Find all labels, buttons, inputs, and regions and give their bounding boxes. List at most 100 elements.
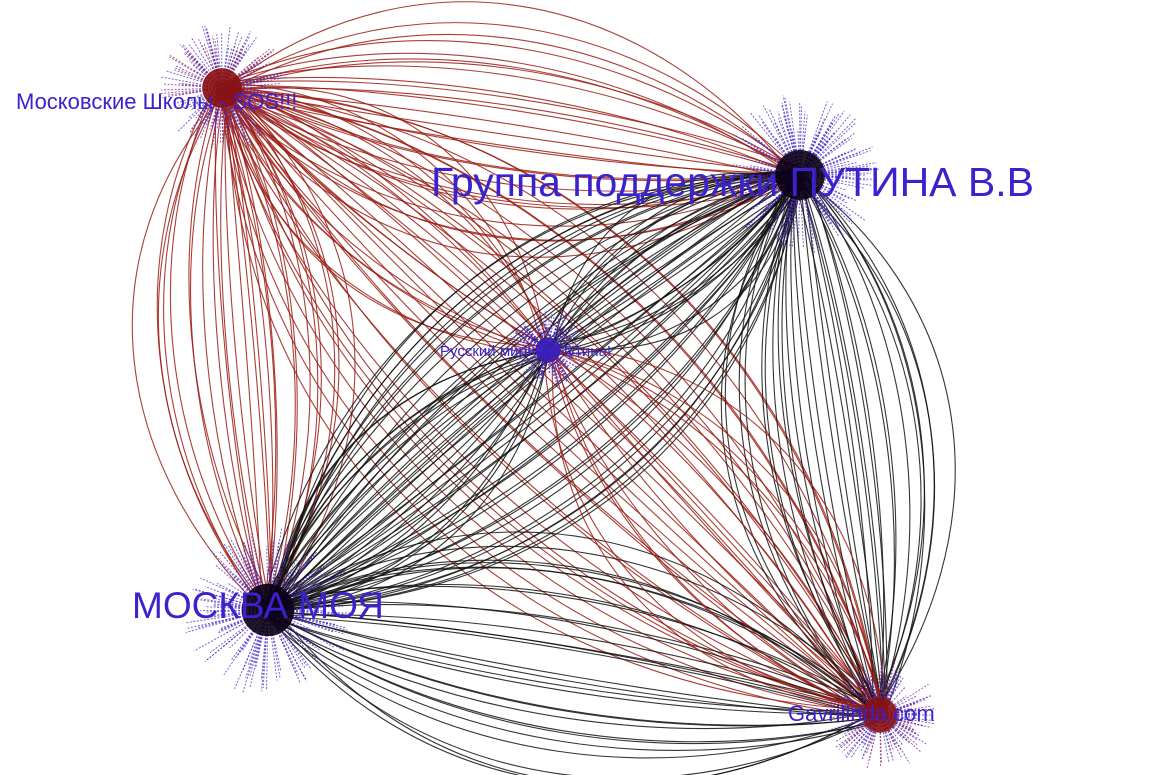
edge-moskva-moya-gavrilinda (263, 611, 878, 743)
node-putin-support[interactable] (723, 95, 879, 255)
node-core (202, 68, 242, 108)
node-spoke (799, 131, 837, 176)
node-spoke (825, 699, 881, 716)
node-spoke (879, 686, 906, 716)
node-spoke (267, 609, 301, 684)
node-spoke (523, 349, 549, 382)
node-spoke (879, 703, 917, 716)
node-spoke (799, 174, 844, 211)
node-spoke (547, 349, 584, 362)
node-label-russian-world[interactable]: Русский мир! За Путина! (440, 343, 611, 360)
node-spoke (750, 112, 801, 176)
node-spoke (206, 87, 223, 125)
edge-moscow-schools-russian-world (228, 83, 551, 350)
node-spoke (221, 87, 224, 143)
node-spoke (866, 714, 881, 770)
node-spoke (879, 714, 935, 725)
node-spoke (221, 87, 278, 107)
node-spoke (547, 349, 578, 368)
edge-putin-support-gavrilinda (800, 176, 887, 711)
edge-moskva-moya-gavrilinda (273, 601, 880, 714)
node-spoke (267, 557, 299, 611)
node-spoke (799, 162, 857, 176)
edge-moscow-schools-gavrilinda (223, 92, 877, 722)
node-spoke (547, 324, 575, 351)
edge-moskva-moya-gavrilinda (263, 608, 887, 726)
edge-putin-support-russian-world (546, 179, 804, 355)
node-label-gavrilinda[interactable]: Gavrilinda.com (788, 701, 935, 726)
node-spoke (229, 537, 269, 611)
node-moscow-schools[interactable] (159, 25, 287, 150)
node-spoke (879, 713, 919, 716)
node-label-moskva-moya[interactable]: МОСКВА МОЯ (132, 585, 384, 626)
edge-moskva-moya-russian-world (267, 347, 547, 611)
node-spoke (267, 609, 316, 648)
node-spoke (777, 118, 801, 176)
edge-moscow-schools-moskva-moya (188, 92, 276, 606)
edge-moskva-moya-russian-world (268, 356, 549, 615)
node-spoke (522, 324, 549, 351)
node-spoke (267, 609, 322, 627)
node-spoke (538, 349, 549, 385)
node-spoke (262, 609, 269, 688)
node-gavrilinda[interactable] (825, 658, 936, 770)
edge-moscow-schools-putin-support (223, 58, 807, 182)
edge-putin-support-moskva-moya (264, 181, 803, 614)
node-spoke (799, 149, 856, 176)
edge-moscow-schools-moskva-moya (225, 85, 273, 604)
edge-russian-world-gavrilinda (551, 352, 874, 711)
node-label-putin-support[interactable]: Группа поддержки ПУТИНА В.В (431, 159, 1034, 205)
edge-moskva-moya-russian-world (267, 353, 547, 609)
edge-moscow-schools-russian-world (217, 91, 552, 347)
node-spoke (207, 609, 269, 617)
edge-moscow-schools-gavrilinda (224, 92, 876, 713)
edge-putin-support-moskva-moya (270, 179, 808, 612)
node-spoke (267, 609, 346, 635)
node-russian-world[interactable] (506, 310, 585, 387)
edge-moskva-moya-russian-world (270, 352, 546, 615)
node-spoke (522, 325, 549, 351)
node-moskva-moya[interactable] (185, 527, 351, 693)
node-spoke (519, 329, 549, 351)
edge-moscow-schools-gavrilinda (215, 93, 881, 721)
edge-putin-support-moskva-moya (266, 175, 803, 604)
node-spoke (784, 97, 801, 176)
edge-putin-support-gavrilinda (800, 180, 887, 721)
node-spoke (191, 37, 223, 89)
node-spoke (195, 87, 223, 119)
edge-moscow-schools-gavrilinda (221, 88, 876, 714)
node-spoke (211, 87, 223, 127)
edge-russian-world-gavrilinda (547, 348, 888, 715)
edge-moskva-moya-gavrilinda (263, 614, 884, 712)
node-spoke (773, 121, 801, 176)
edge-putin-support-gavrilinda (805, 171, 888, 721)
node-label-moscow-schools[interactable]: Московские Школы - SOS!!! (16, 89, 297, 114)
edge-moscow-schools-putin-support (220, 84, 799, 175)
node-spoke (547, 349, 558, 386)
edge-putin-support-gavrilinda (777, 181, 886, 717)
edge-moskva-moya-gavrilinda (261, 545, 887, 709)
edge-putin-support-moskva-moya (266, 171, 795, 614)
edge-moscow-schools-russian-world (226, 81, 545, 347)
node-spoke (758, 174, 801, 220)
node-spoke (267, 609, 348, 631)
node-spoke (879, 714, 910, 740)
node-spoke (510, 336, 549, 351)
node-spoke (162, 87, 223, 98)
edge-moscow-schools-putin-support (227, 76, 798, 177)
edge-putin-support-gavrilinda (792, 172, 885, 716)
node-spoke (547, 349, 570, 379)
edge-moscow-schools-russian-world (219, 86, 555, 355)
node-spoke (547, 349, 568, 379)
edge-moscow-schools-russian-world (221, 82, 543, 345)
node-spoke (850, 689, 881, 716)
node-spoke (860, 714, 881, 745)
edge-moscow-schools-putin-support (227, 82, 805, 180)
edge-russian-world-gavrilinda (547, 345, 884, 718)
node-spoke (161, 87, 223, 91)
node-spoke (221, 72, 281, 89)
edge-moscow-schools-putin-support (217, 92, 797, 227)
node-spoke (212, 603, 269, 611)
edge-moscow-schools-putin-support (223, 33, 797, 174)
